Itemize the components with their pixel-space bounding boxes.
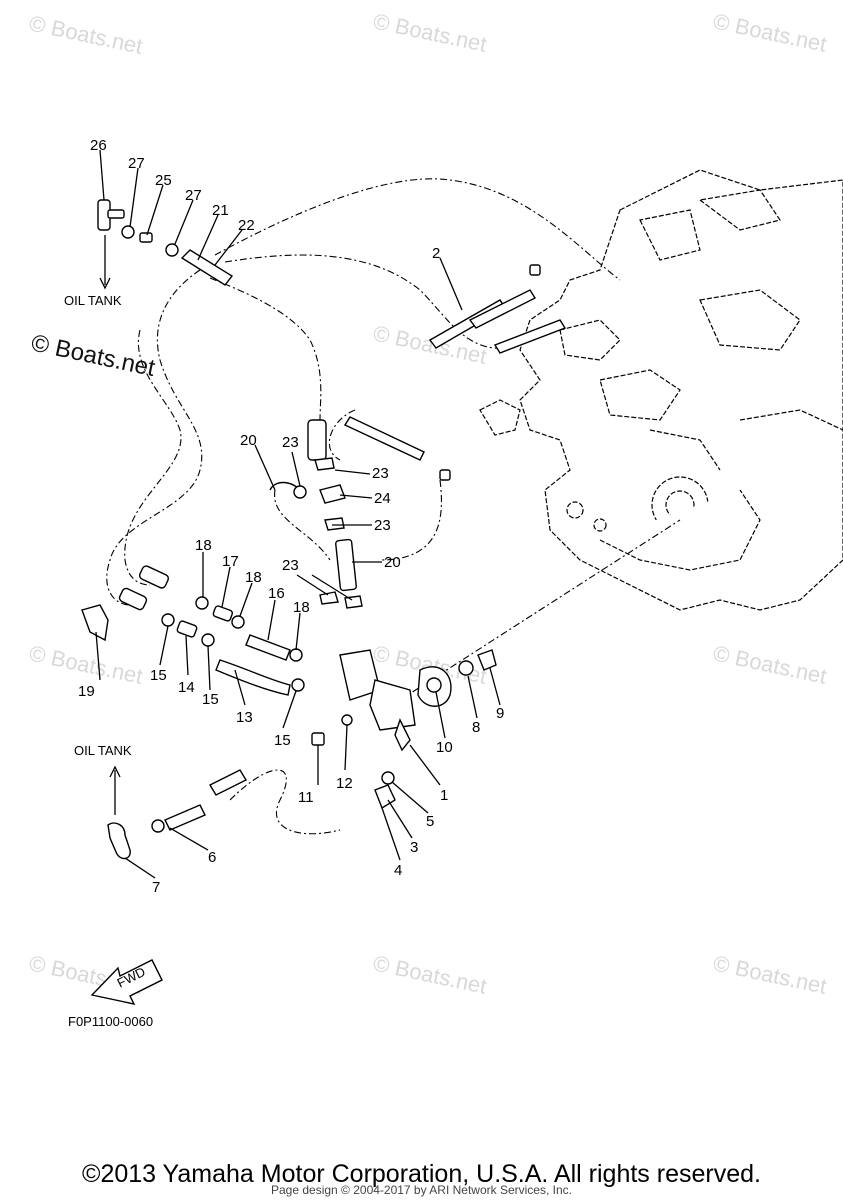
callout-8: 8	[472, 719, 480, 736]
figure-code: F0P1100-0060	[68, 1014, 153, 1029]
t-joint-arm	[107, 209, 125, 219]
fwd-arrow-icon: FWD	[90, 959, 163, 1005]
callout-26: 26	[90, 137, 107, 154]
callout-23c: 23	[374, 517, 391, 534]
o-ring-8	[458, 660, 474, 676]
engine-block	[479, 169, 843, 611]
callout-9: 9	[496, 705, 504, 722]
callout-17: 17	[222, 553, 239, 570]
callout-7: 7	[152, 879, 160, 896]
elbow-7	[107, 822, 131, 860]
parts	[81, 199, 567, 860]
callout-15a: 15	[150, 667, 167, 684]
callout-14: 14	[178, 679, 195, 696]
watermark: © Boats.net	[711, 640, 829, 688]
callout-24: 24	[374, 490, 391, 507]
callout-11: 11	[298, 789, 314, 806]
watermark: © Boats.net	[371, 950, 489, 998]
callout-15b: 15	[202, 691, 219, 708]
clip-27b	[165, 243, 179, 257]
hose-20b	[335, 538, 357, 592]
t-joint-24	[319, 484, 346, 504]
callout-20b: 20	[384, 554, 401, 571]
joint-upper-hose	[209, 769, 247, 796]
callout-23a: 23	[282, 434, 299, 451]
watermark: © Boats.net	[27, 10, 145, 58]
callout-10: 10	[436, 739, 453, 756]
washer-12	[341, 714, 353, 726]
hose-routing	[106, 178, 681, 835]
callout-27: 27	[128, 155, 145, 172]
hose-13	[215, 659, 291, 696]
callout-23b: 23	[372, 465, 389, 482]
watermark: © Boats.net	[711, 8, 829, 56]
callout-2: 2	[432, 245, 440, 262]
watermark: © Boats.net	[27, 640, 145, 688]
hose-16	[245, 634, 291, 661]
fitting-6	[164, 804, 206, 831]
valve-17	[212, 605, 234, 622]
callout-22: 22	[238, 217, 255, 234]
watermark: © Boats.net	[371, 8, 489, 56]
callout-18a: 18	[195, 537, 212, 554]
cable-lower	[343, 416, 425, 461]
valve-14	[176, 620, 198, 638]
callout-18b: 18	[245, 569, 262, 586]
callout-23d: 23	[282, 557, 299, 574]
callout-4: 4	[394, 862, 402, 879]
plug-9	[477, 649, 497, 671]
callout-3: 3	[410, 839, 418, 856]
joint-21	[180, 249, 234, 286]
callout-1: 1	[440, 787, 448, 804]
callout-27b: 27	[185, 187, 202, 204]
callout-12: 12	[336, 775, 353, 792]
page-design-notice: Page design © 2004-2017 by ARI Network S…	[270, 1183, 572, 1197]
joint-3	[374, 784, 396, 810]
copyright-notice: ©2013 Yamaha Motor Corporation, U.S.A. A…	[82, 1160, 761, 1188]
leader-lines	[95, 149, 501, 879]
bolt-11	[311, 732, 325, 746]
clamp-19	[81, 604, 109, 642]
callout-20: 20	[240, 432, 257, 449]
callout-labels: 26 27 25 27 21 22 2 20 23 23 24 23 20 23…	[78, 137, 504, 896]
clip-5	[381, 771, 395, 785]
callout-25: 25	[155, 172, 172, 189]
oil-tank-label-bottom: OIL TANK	[74, 743, 132, 758]
callout-19: 19	[78, 683, 95, 700]
check-valve-25	[139, 232, 153, 243]
callout-13: 13	[236, 709, 253, 726]
hose-end	[307, 419, 327, 461]
clip-27	[121, 225, 135, 239]
watermark-main: © Boats.net	[29, 329, 158, 382]
callout-6: 6	[208, 849, 216, 866]
callout-16: 16	[268, 585, 285, 602]
watermark: © Boats.net	[711, 950, 829, 998]
oil-tank-label-top: OIL TANK	[64, 293, 122, 308]
callout-5: 5	[426, 813, 434, 830]
callout-15c: 15	[274, 732, 291, 749]
oil-pump-body	[369, 679, 416, 731]
callout-18c: 18	[293, 599, 310, 616]
callout-21: 21	[212, 202, 229, 219]
